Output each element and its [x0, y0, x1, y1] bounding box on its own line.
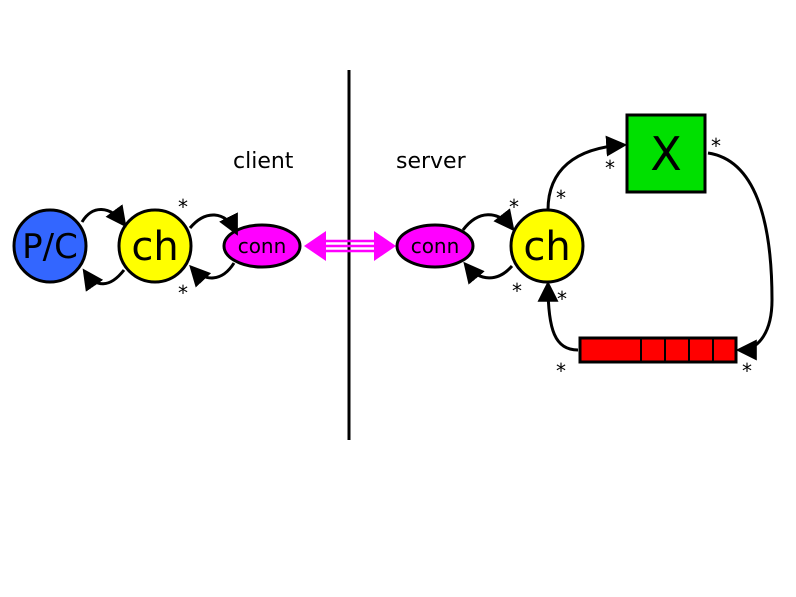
pc-label: P/C — [22, 227, 78, 267]
x-node — [625, 113, 707, 194]
conn-to-ch-arrow — [189, 262, 236, 288]
double-arrow-icon — [304, 231, 396, 261]
client-conn-node — [222, 223, 302, 269]
queue-to-ch-arrow — [537, 280, 579, 352]
ch-to-pc-arrow — [82, 268, 126, 292]
pc-node — [12, 208, 88, 284]
queue-right-multiplicity: * — [742, 359, 752, 383]
client-channel-label: ch — [131, 224, 178, 270]
server-ch-left-top-multiplicity: * — [509, 195, 519, 219]
pc-to-ch-arrow — [80, 204, 127, 228]
server-conn-label: conn — [411, 234, 460, 258]
client-channel-node — [117, 208, 193, 284]
server-ch-right-top-multiplicity: * — [556, 186, 566, 210]
x-label: X — [650, 127, 682, 181]
server-ch-left-bottom-multiplicity: * — [512, 279, 522, 303]
client-conn-label: conn — [238, 234, 287, 258]
x-left-multiplicity: * — [605, 156, 615, 180]
client-label: client — [233, 149, 294, 174]
x-to-queue-arrow — [707, 151, 774, 361]
server-ch-to-conn-arrow — [463, 261, 514, 285]
ch-to-x-arrow — [546, 135, 628, 211]
server-conn-node — [395, 223, 475, 269]
server-channel-label: ch — [523, 224, 570, 270]
client-ch-bottom-multiplicity: * — [178, 281, 188, 305]
client-ch-top-multiplicity: * — [178, 195, 188, 219]
server-ch-right-bottom-multiplicity: * — [557, 287, 567, 311]
queue-node — [578, 336, 738, 364]
ch-to-conn-arrow — [188, 212, 238, 236]
server-label: server — [396, 149, 467, 174]
queue-left-multiplicity: * — [556, 359, 566, 383]
server-conn-to-ch-arrow — [461, 208, 515, 232]
x-right-multiplicity: * — [711, 134, 721, 158]
